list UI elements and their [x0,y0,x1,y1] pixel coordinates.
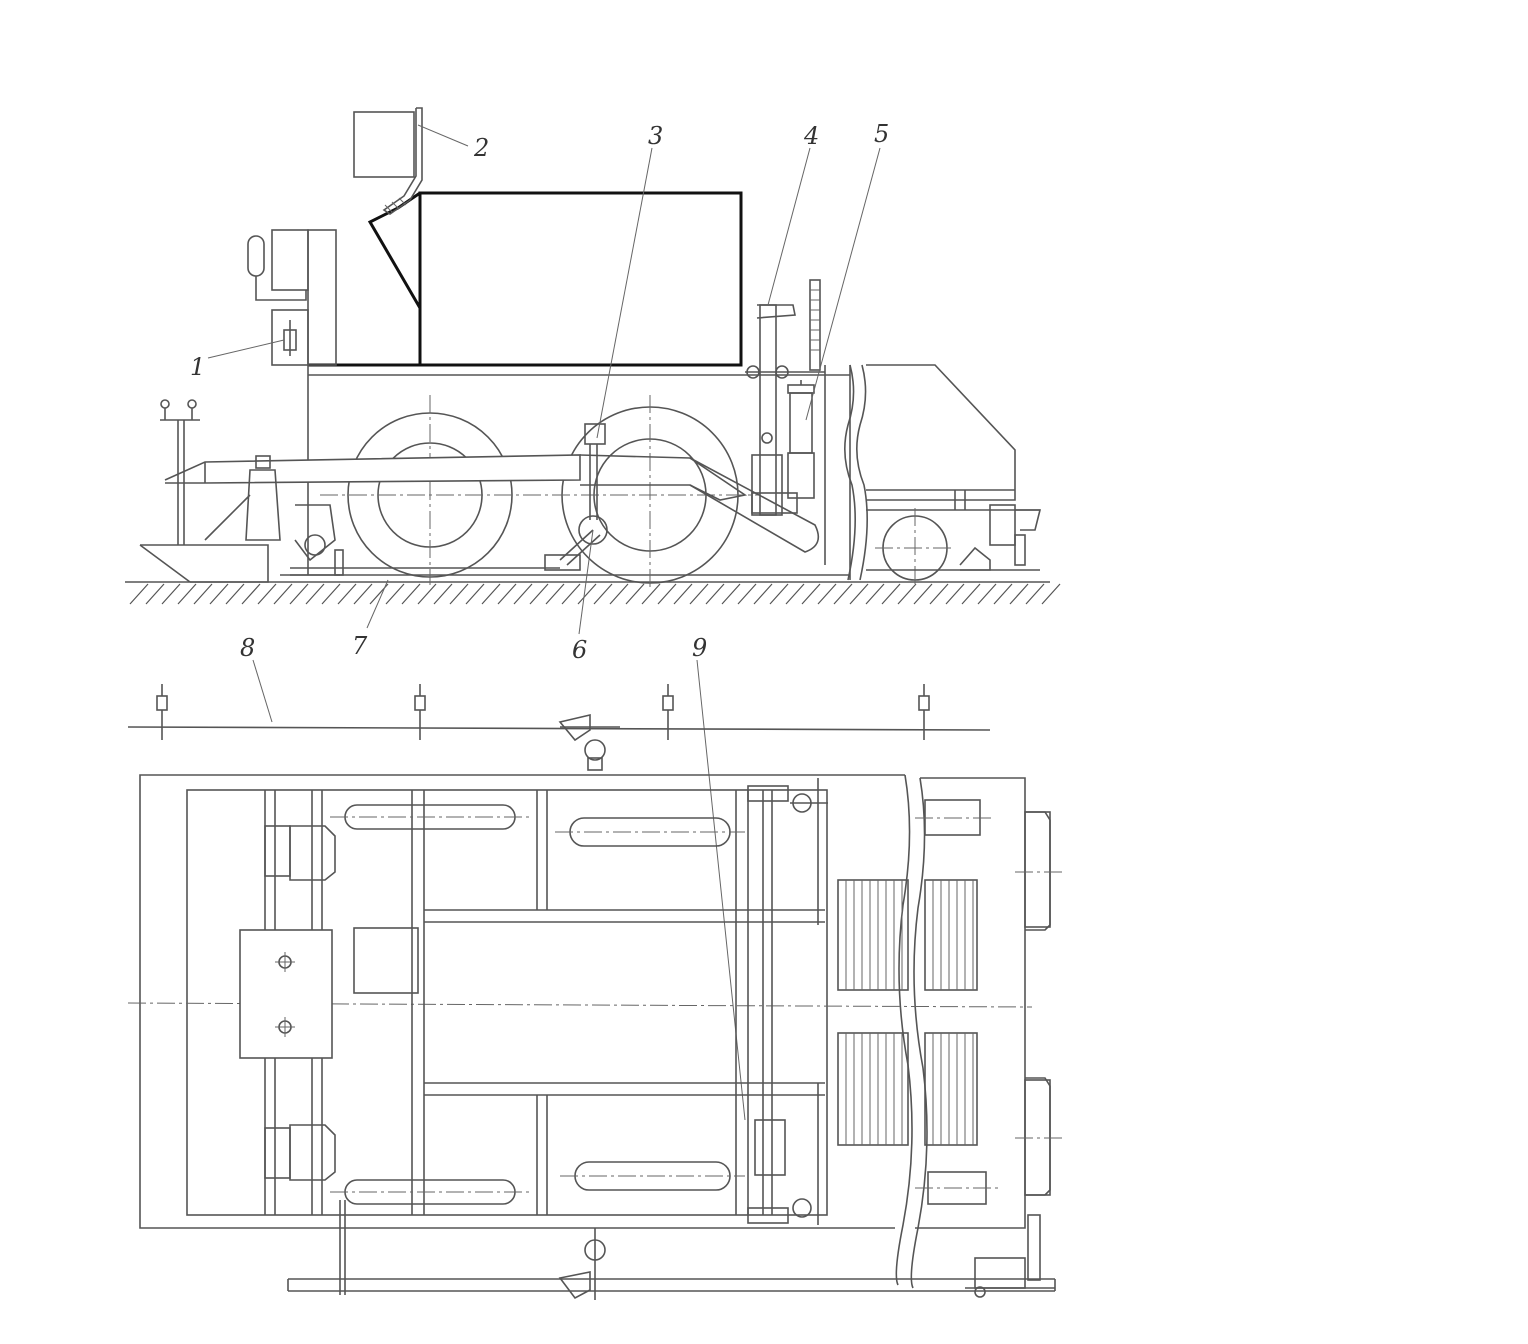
tractor-unit [866,364,1042,585]
plan-view [127,684,1065,1300]
slots [330,804,745,1205]
label-4: 4 [803,122,819,150]
label-9: 9 [692,634,707,662]
hopper-outline [308,191,743,367]
tamper-beam [164,454,820,553]
drive-wheels [320,395,760,590]
label-3: 3 [648,122,663,150]
bearing-blocks [239,825,419,1181]
hydraulic-column [745,279,825,516]
callout-labels: 1 2 3 4 5 6 7 8 9 [190,120,889,664]
drive-shaft [544,423,608,571]
chain-sprockets [747,785,828,1224]
ground-hatching [129,583,1061,605]
side-view [125,107,1061,1121]
cross-members [264,778,825,1225]
label-7: 7 [352,632,368,660]
operator-station [247,229,337,366]
control-box [353,107,423,215]
label-1: 1 [190,353,205,381]
grilles [837,879,978,1146]
lower-rail [287,1200,1056,1300]
label-5: 5 [874,120,889,148]
label-6: 6 [572,636,587,664]
tractor-plan [915,799,1065,1298]
guide-string [127,684,991,771]
label-8: 8 [240,634,255,662]
leader-lines [207,124,881,1121]
label-2: 2 [473,134,489,162]
screed-assembly [139,399,344,583]
